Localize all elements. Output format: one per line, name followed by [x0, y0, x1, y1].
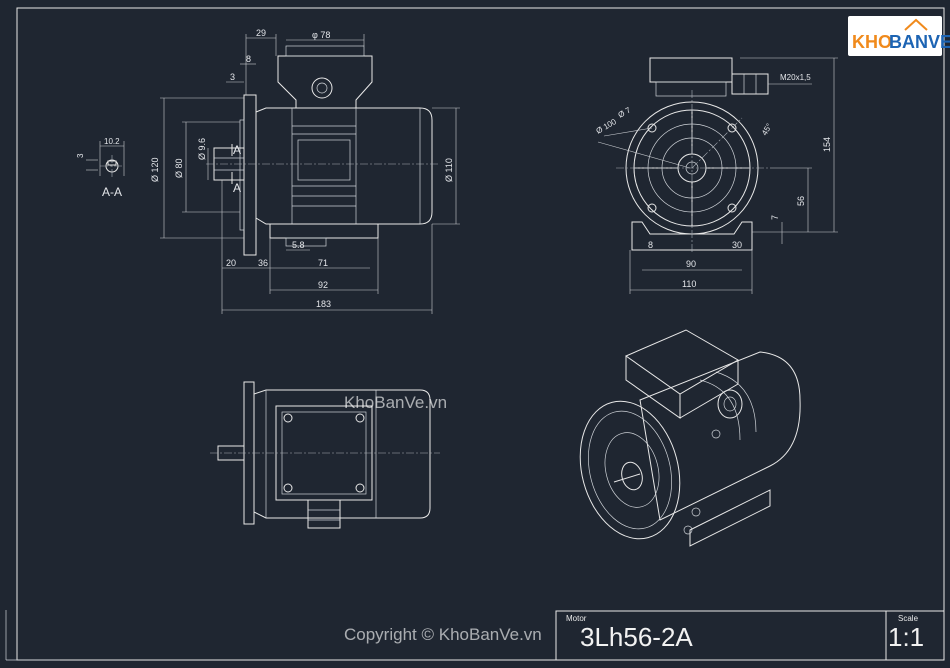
- dim-dia-80: Ø 80: [174, 158, 184, 178]
- dim-5-8: 5.8: [292, 240, 305, 250]
- watermark-site: KhoBanVe.vn: [344, 393, 447, 412]
- cable-gland: [311, 77, 333, 99]
- dim-110: 110: [682, 279, 696, 289]
- scale-value: 1:1: [888, 622, 924, 652]
- logo-text-kho: KHO: [852, 32, 892, 52]
- top-cable-gland: [307, 499, 341, 529]
- dim-56: 56: [796, 196, 806, 206]
- logo-roof-icon: [904, 18, 928, 31]
- dim-section-width: 10.2: [104, 137, 120, 146]
- dim-20: 20: [226, 258, 236, 268]
- side-terminal-box: [649, 57, 733, 83]
- dim-45-deg: 45°: [760, 122, 774, 137]
- motor-foot: [269, 223, 379, 239]
- bolt-hole: [647, 123, 657, 133]
- top-view: [210, 381, 440, 529]
- scale-label: Scale: [898, 614, 919, 623]
- dim-36: 36: [258, 258, 268, 268]
- logo: KHO BANVE: [848, 16, 950, 56]
- dim-dia-100: Ø 100: [595, 117, 619, 136]
- dim-71: 71: [318, 258, 328, 268]
- iso-body: [639, 351, 801, 521]
- iso-terminal-box: [624, 329, 739, 395]
- motor-body: [255, 107, 433, 225]
- ucs-icon: [5, 610, 60, 661]
- dim-92: 92: [318, 280, 328, 290]
- cut-marker-bottom: A: [233, 181, 241, 195]
- dim-dia-9-6: Ø 9.6: [197, 138, 207, 160]
- dim-section-height: 3: [76, 153, 85, 158]
- dim-154: 154: [822, 137, 832, 152]
- flange: [243, 94, 257, 256]
- dim-m20: M20x1,5: [780, 73, 811, 82]
- bolt-hole: [727, 203, 737, 213]
- terminal-box: [277, 55, 373, 109]
- watermark-copyright: Copyright © KhoBanVe.vn: [344, 625, 542, 644]
- field-label-motor: Motor: [566, 614, 587, 623]
- section-label: A-A: [102, 185, 122, 199]
- side-view: Ø 7 Ø 100 45° M20x1,5 154 56 7 8 30 90 1…: [595, 57, 838, 294]
- dim-8: 8: [246, 54, 251, 64]
- side-foot: [631, 221, 753, 251]
- logo-background: [848, 16, 942, 56]
- dim-183: 183: [316, 299, 331, 309]
- bolt-hole: [647, 203, 657, 213]
- dim-90: 90: [686, 259, 696, 269]
- section-aa-view: 10.2 3 A-A: [76, 137, 125, 199]
- cut-marker-top: A: [233, 143, 241, 157]
- front-view: 29 φ 78 8 3 Ø 120 Ø 80 Ø 9.6 Ø 110 5.8 2…: [150, 28, 460, 314]
- dim-phi-78: φ 78: [312, 30, 330, 40]
- top-body: [253, 389, 431, 519]
- isometric-view: [579, 329, 801, 547]
- drawing-border: [16, 7, 945, 661]
- dim-30: 30: [732, 240, 742, 250]
- dim-dia-110: Ø 110: [444, 158, 454, 182]
- bolt-hole: [727, 123, 737, 133]
- iso-foot: [689, 489, 771, 547]
- model-number: 3Lh56-2A: [580, 622, 693, 652]
- side-cable-gland: [731, 73, 769, 95]
- iso-cable-gland: [717, 389, 743, 419]
- dim-29: 29: [256, 28, 266, 38]
- dim-dia-7: Ø 7: [617, 105, 633, 120]
- dim-8-side: 8: [648, 240, 653, 250]
- dim-dia-120: Ø 120: [150, 157, 160, 182]
- title-block: Motor 3Lh56-2A Scale 1:1: [555, 610, 945, 661]
- dim-3: 3: [230, 72, 235, 82]
- iso-shaft: [621, 461, 643, 491]
- iso-flange: [579, 400, 681, 540]
- logo-text-banve: BANVE: [889, 32, 950, 52]
- dim-7: 7: [770, 215, 780, 220]
